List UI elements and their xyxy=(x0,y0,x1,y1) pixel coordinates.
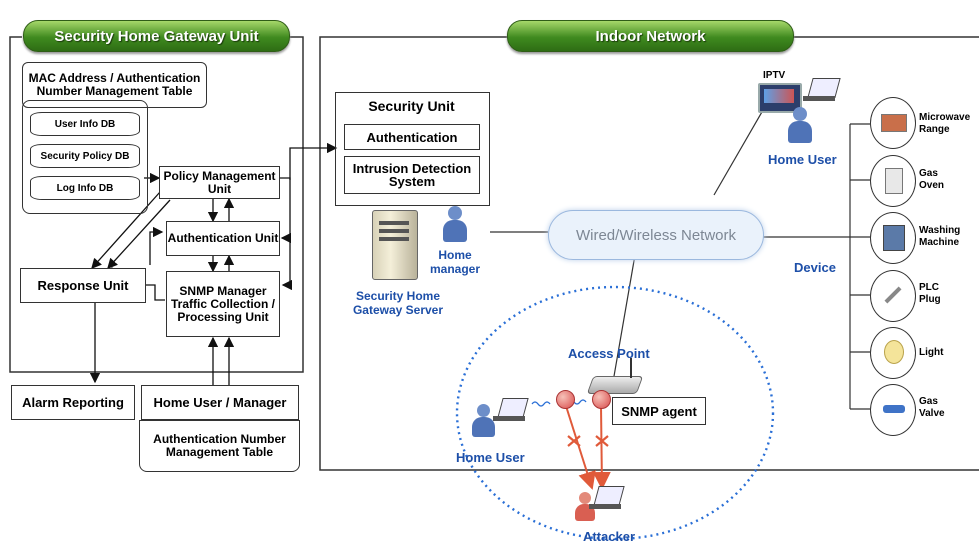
gateway-unit-title: Security Home Gateway Unit xyxy=(23,20,290,52)
iptv-label: IPTV xyxy=(763,70,786,81)
rogue-node-icon xyxy=(592,390,611,409)
alarm-reporting: Alarm Reporting xyxy=(11,385,135,420)
laptop-icon xyxy=(593,486,625,506)
db-group xyxy=(22,100,148,214)
laptop-base xyxy=(803,96,835,101)
snmp-manager-unit: SNMP Manager Traffic Collection / Proces… xyxy=(166,271,280,337)
device-label: Device xyxy=(794,260,836,275)
gas-oven-icon xyxy=(870,155,916,207)
device-washing-machine-label: Washing Machine xyxy=(919,225,961,248)
security-unit-group xyxy=(335,92,490,206)
home-user-bottom-person-icon xyxy=(472,404,496,438)
device-microwave-label: Microwave Range xyxy=(919,112,971,135)
attacker-label: Attacker xyxy=(583,529,636,544)
authentication-box: Authentication xyxy=(344,124,480,150)
home-user-top-label: Home User xyxy=(768,152,837,167)
home-manager-person-icon xyxy=(443,206,467,244)
response-unit: Response Unit xyxy=(20,268,146,303)
auth-number-management-table: Authentication Number Management Table xyxy=(139,420,300,472)
laptop-icon xyxy=(497,398,529,418)
device-light-label: Light xyxy=(919,347,944,358)
intrusion-detection-box: Intrusion Detection System xyxy=(344,156,480,194)
wired-wireless-network-cloud: Wired/Wireless Network xyxy=(548,210,764,260)
snmp-agent-box: SNMP agent xyxy=(612,397,706,425)
gas-valve-icon xyxy=(870,384,916,436)
security-policy-db: Security Policy DB xyxy=(30,144,140,168)
security-unit-label: Security Unit xyxy=(368,98,455,114)
laptop-base xyxy=(589,504,621,509)
laptop-icon xyxy=(807,78,841,98)
home-manager-label: Home manager xyxy=(429,248,481,276)
device-gas-oven-label: Gas Oven xyxy=(919,168,945,191)
light-bulb-icon xyxy=(870,327,916,379)
server-icon xyxy=(372,210,418,280)
gateway-server-label: Security Home Gateway Server xyxy=(352,289,444,317)
rogue-node-icon xyxy=(556,390,575,409)
antenna-icon xyxy=(630,358,632,378)
home-user-bottom-label: Home User xyxy=(456,450,525,465)
access-point-label: Access Point xyxy=(568,346,650,361)
microwave-icon xyxy=(870,97,916,149)
device-gas-valve-label: Gas Valve xyxy=(919,396,945,419)
laptop-base xyxy=(493,416,525,421)
indoor-network-title: Indoor Network xyxy=(507,20,794,52)
home-user-manager: Home User / Manager xyxy=(141,385,299,420)
authentication-unit: Authentication Unit xyxy=(166,221,280,256)
policy-management-unit: Policy Management Unit xyxy=(159,166,280,199)
iptv-icon xyxy=(758,83,802,113)
plc-plug-icon xyxy=(870,270,916,322)
user-info-db: User Info DB xyxy=(30,112,140,136)
home-user-top-person-icon xyxy=(788,107,812,145)
device-plc-plug-label: PLC Plug xyxy=(919,282,941,305)
washing-machine-icon xyxy=(870,212,916,264)
log-info-db: Log Info DB xyxy=(30,176,140,200)
